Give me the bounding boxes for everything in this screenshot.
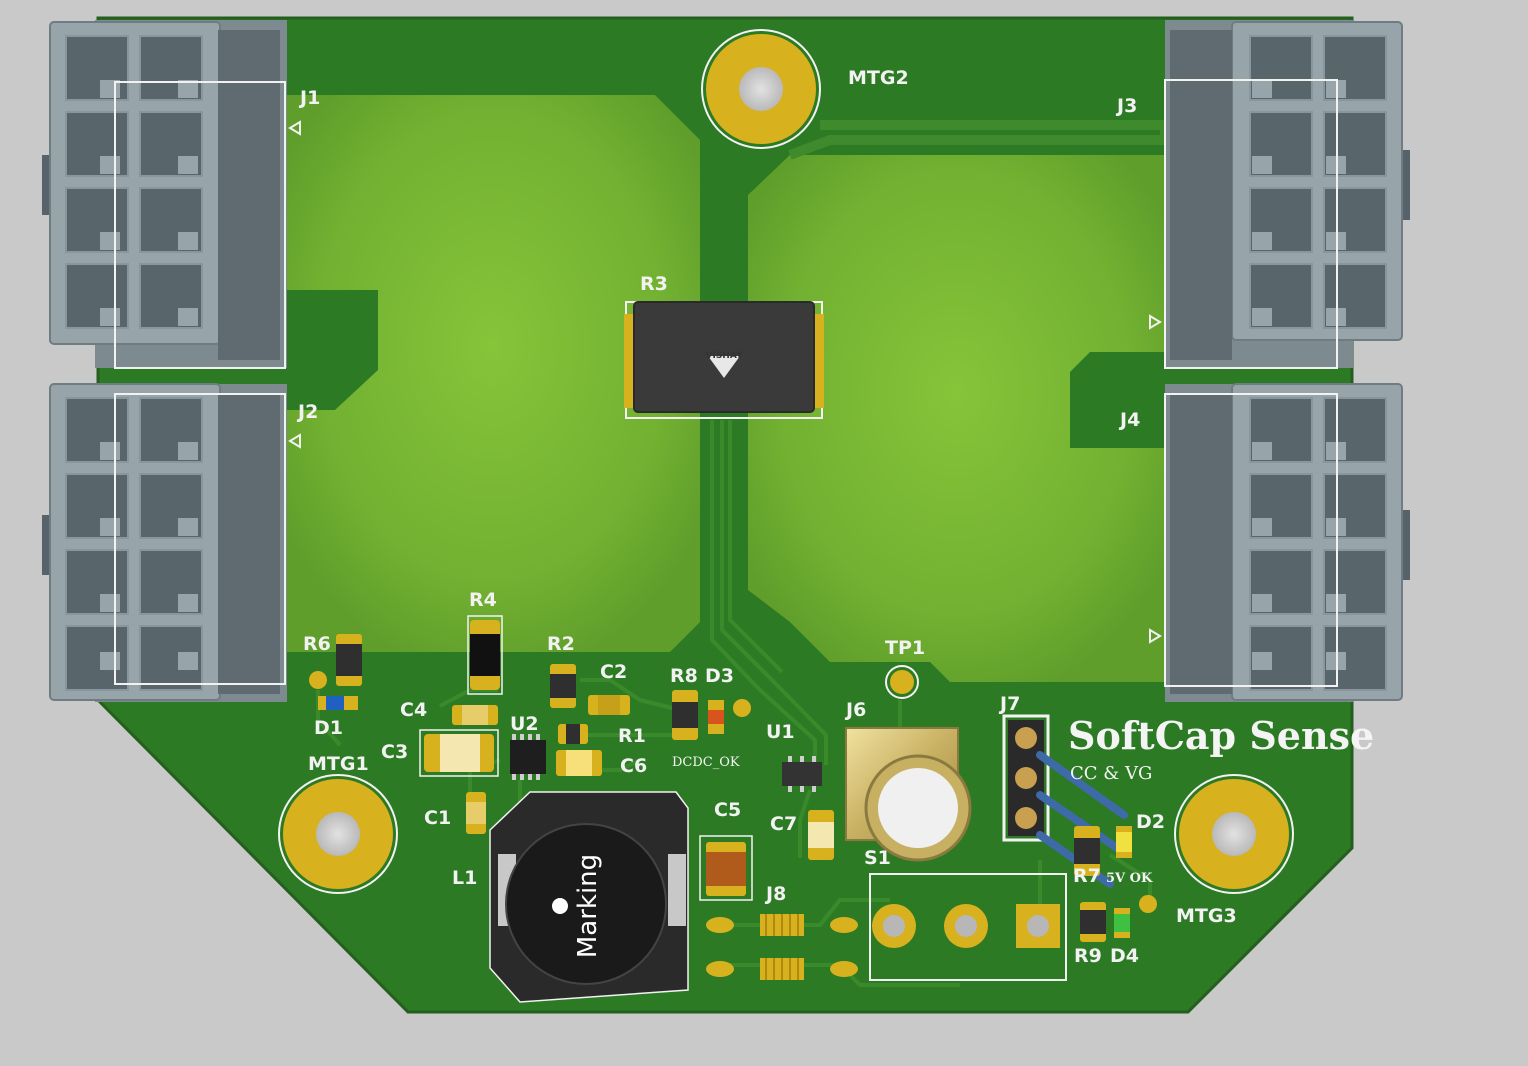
resistor-r1 xyxy=(558,724,588,744)
label-r1: R1 xyxy=(618,725,646,747)
label-mtg1: MTG1 xyxy=(308,753,369,775)
resistor-r4 xyxy=(467,615,503,695)
copper-pour-right xyxy=(748,155,1165,682)
inductor-l1: Marking xyxy=(489,791,689,1003)
resistor-r9 xyxy=(1080,902,1106,942)
label-c6: C6 xyxy=(620,755,647,777)
capacitor-c5 xyxy=(699,835,753,901)
label-r4: R4 xyxy=(469,589,497,611)
mounting-hole-mtg3 xyxy=(1174,774,1294,894)
resistor-r3: VISHAY xyxy=(624,301,824,419)
led-d2 xyxy=(1116,826,1132,858)
label-j1: J1 xyxy=(298,87,320,109)
label-r3: R3 xyxy=(640,273,668,295)
ic-u1 xyxy=(782,756,822,792)
dcdc-ok-label: DCDC_OK xyxy=(672,755,740,770)
capacitor-c1 xyxy=(466,792,486,834)
l1-marking: Marking xyxy=(573,854,603,958)
capacitor-c7 xyxy=(808,810,834,860)
label-c5: C5 xyxy=(714,799,741,821)
label-r2: R2 xyxy=(547,633,575,655)
copper-pour-left xyxy=(285,95,700,652)
label-c2: C2 xyxy=(600,661,627,683)
label-c1: C1 xyxy=(424,807,451,829)
label-u1: U1 xyxy=(766,721,795,743)
label-j4: J4 xyxy=(1118,409,1140,431)
mounting-hole-mtg2 xyxy=(701,29,821,149)
capacitor-c2 xyxy=(588,695,630,715)
connector-j1 xyxy=(42,20,301,369)
led-d3 xyxy=(708,699,751,734)
connector-j2 xyxy=(42,383,301,702)
capacitor-c6 xyxy=(556,750,602,776)
label-mtg2: MTG2 xyxy=(848,67,909,89)
label-j3: J3 xyxy=(1115,95,1137,117)
label-j2: J2 xyxy=(296,401,318,423)
label-d1: D1 xyxy=(314,717,343,739)
board-subtitle: CC & VG xyxy=(1070,763,1152,784)
capacitor-c3 xyxy=(419,729,499,777)
label-tp1: TP1 xyxy=(885,637,925,659)
label-s1: S1 xyxy=(864,847,891,869)
r3-marking: VISHAY xyxy=(706,351,743,361)
label-c4: C4 xyxy=(400,699,427,721)
connector-j4 xyxy=(1149,383,1410,702)
label-j7: J7 xyxy=(998,693,1020,715)
connector-j8 xyxy=(706,914,858,980)
label-u2: U2 xyxy=(510,713,539,735)
label-mtg3: MTG3 xyxy=(1176,905,1237,927)
connector-j3 xyxy=(1149,20,1410,369)
label-r8: R8 xyxy=(670,665,698,687)
led-d4 xyxy=(1114,895,1157,938)
label-d2: D2 xyxy=(1136,811,1165,833)
resistor-r2 xyxy=(550,664,576,708)
label-l1: L1 xyxy=(452,867,477,889)
five-v-ok-label: 5V OK xyxy=(1106,871,1153,886)
label-r9: R9 xyxy=(1074,945,1102,967)
resistor-r7 xyxy=(1074,826,1100,876)
label-d4: D4 xyxy=(1110,945,1139,967)
label-c7: C7 xyxy=(770,813,797,835)
label-r7: R7 xyxy=(1073,865,1101,887)
silkscreen-labels: J1 J2 J3 J4 MTG2 MTG1 MTG3 R3 R4 R6 R2 C… xyxy=(296,67,1374,967)
board-title: SoftCap Sense xyxy=(1068,713,1374,758)
capacitor-c4 xyxy=(452,705,498,725)
test-point-tp1 xyxy=(885,665,919,699)
switch-s1 xyxy=(869,873,1067,981)
label-d3: D3 xyxy=(705,665,734,687)
label-c3: C3 xyxy=(381,741,408,763)
resistor-r6 xyxy=(336,634,362,686)
vishay-logo-icon xyxy=(708,356,740,378)
resistor-r8 xyxy=(672,690,698,740)
label-j8: J8 xyxy=(764,883,786,905)
label-j6: J6 xyxy=(844,699,866,721)
ic-u2 xyxy=(510,734,546,780)
mounting-hole-mtg1 xyxy=(278,774,398,894)
led-d1 xyxy=(309,671,358,710)
label-r6: R6 xyxy=(303,633,331,655)
connector-j6 xyxy=(845,727,972,862)
